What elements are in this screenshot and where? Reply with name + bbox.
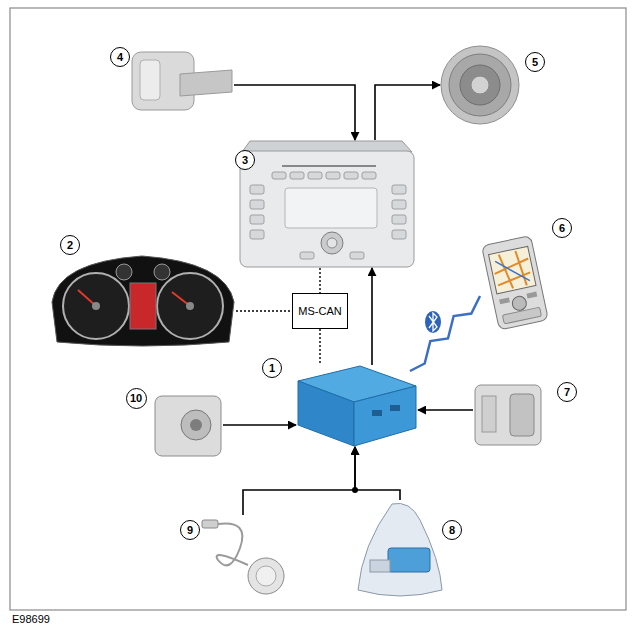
module-illustration	[298, 366, 416, 446]
frame	[10, 8, 626, 610]
signal-arrow	[375, 85, 440, 140]
bluetooth-symbol	[425, 311, 441, 333]
callout-number: 7	[564, 387, 570, 398]
housing-illustration	[358, 503, 442, 596]
switch-illustration	[475, 385, 541, 445]
signal-arrow	[243, 447, 355, 515]
callout-circle: 2	[60, 235, 80, 255]
callout-number: 1	[269, 363, 275, 374]
callout-number: 8	[449, 525, 455, 536]
socket-illustration	[155, 396, 221, 456]
callout-circle: 8	[442, 520, 462, 540]
callout-circle: 5	[525, 52, 545, 72]
audio-unit-illustration	[240, 141, 414, 267]
microphone-illustration	[202, 520, 284, 594]
callout-number: 4	[117, 52, 123, 63]
signal-arrow	[371, 268, 373, 365]
figure-code: E98699	[12, 613, 50, 625]
callout-number: 3	[242, 155, 248, 166]
mobile-phone: 6	[482, 238, 550, 330]
bus-box: MS-CAN	[292, 293, 348, 329]
bluetooth-link	[410, 296, 480, 371]
signal-arrow	[355, 447, 400, 500]
housing: 8	[355, 500, 445, 602]
signal-arrow	[418, 409, 473, 411]
callout-circle: 9	[180, 520, 200, 540]
speaker-illustration	[441, 46, 519, 124]
callout-circle: 3	[235, 150, 255, 170]
instrument-cluster: 2	[50, 255, 236, 349]
audio-unit: 3	[238, 140, 416, 268]
socket: 10	[153, 393, 223, 458]
bus-label: MS-CAN	[298, 305, 341, 317]
socket-illustration	[132, 52, 232, 110]
callout-circle: 1	[262, 358, 282, 378]
speaker: 5	[440, 45, 520, 125]
phone-illustration	[482, 236, 549, 331]
callout-circle: 6	[552, 218, 572, 238]
signal-arrow	[234, 85, 355, 140]
usb-socket: 4	[128, 48, 234, 114]
bus-line	[236, 310, 292, 311]
module: 1	[296, 365, 418, 447]
callout-number: 2	[67, 240, 73, 251]
callout-number: 5	[532, 57, 538, 68]
callout-number: 9	[187, 525, 193, 536]
callout-number: 6	[559, 223, 565, 234]
microphone: 9	[200, 515, 286, 597]
bus-line	[319, 268, 320, 293]
callout-circle: 7	[557, 382, 577, 402]
bus-line	[319, 329, 320, 365]
cluster-illustration	[52, 256, 234, 346]
callout-number: 10	[130, 393, 142, 404]
signal-arrow	[223, 424, 296, 426]
switch: 7	[473, 383, 543, 447]
callout-circle: 4	[110, 47, 130, 67]
callout-circle: 10	[126, 388, 147, 409]
